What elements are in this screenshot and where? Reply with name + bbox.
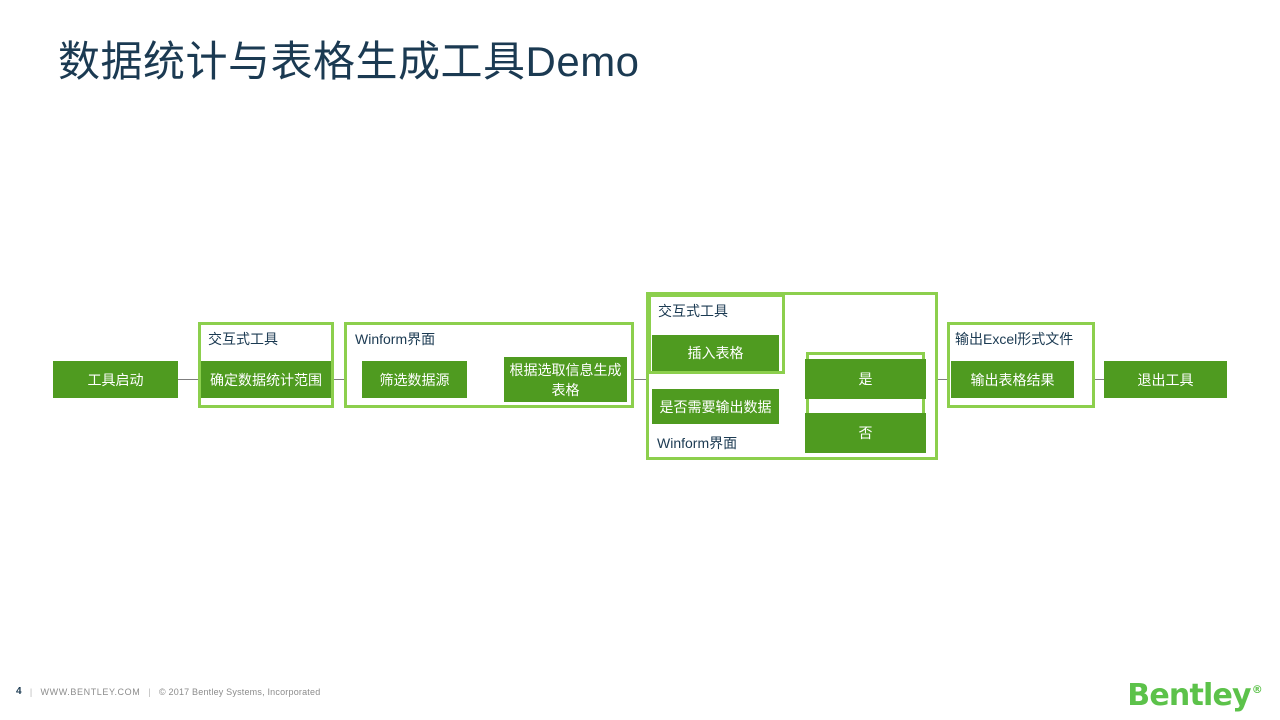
node-range[interactable]: 确定数据统计范围 xyxy=(201,361,331,398)
node-filter[interactable]: 筛选数据源 xyxy=(362,361,467,398)
group-label-winform-2: Winform界面 xyxy=(657,435,738,451)
page-title: 数据统计与表格生成工具Demo xyxy=(58,38,640,85)
page-number: 4 xyxy=(16,686,22,697)
connector-start-to-range xyxy=(178,379,204,380)
footer-website[interactable]: WWW.BENTLEY.COM xyxy=(40,686,141,697)
footer-text-group: 4 | WWW.BENTLEY.COM | © 2017 Bentley Sys… xyxy=(16,686,320,697)
node-need-output[interactable]: 是否需要输出数据 xyxy=(652,389,779,424)
group-label-output-excel: 输出Excel形式文件 xyxy=(955,331,1074,347)
footer-separator-1: | xyxy=(29,686,33,697)
connector-generate-out xyxy=(626,379,646,380)
group-label-interactive-tool-1: 交互式工具 xyxy=(208,331,278,347)
bentley-logo: Bentley ® xyxy=(1127,678,1263,713)
node-no[interactable]: 否 xyxy=(805,413,926,453)
node-start[interactable]: 工具启动 xyxy=(53,361,178,398)
node-yes[interactable]: 是 xyxy=(805,359,926,399)
node-export[interactable]: 输出表格结果 xyxy=(951,361,1074,398)
node-insert[interactable]: 插入表格 xyxy=(652,335,779,371)
footer-copyright: © 2017 Bentley Systems, Incorporated xyxy=(159,686,321,697)
group-label-interactive-tool-2: 交互式工具 xyxy=(658,303,728,319)
registered-trademark-icon: ® xyxy=(1251,683,1263,696)
node-generate[interactable]: 根据选取信息生成表格 xyxy=(504,357,627,402)
footer-separator-2: | xyxy=(148,686,151,697)
node-exit[interactable]: 退出工具 xyxy=(1104,361,1227,398)
slide-footer: 4 | WWW.BENTLEY.COM | © 2017 Bentley Sys… xyxy=(0,672,1280,720)
group-label-winform-1: Winform界面 xyxy=(355,331,436,347)
connector-yes-to-export xyxy=(925,379,967,380)
bentley-logo-text: Bentley xyxy=(1127,678,1251,713)
